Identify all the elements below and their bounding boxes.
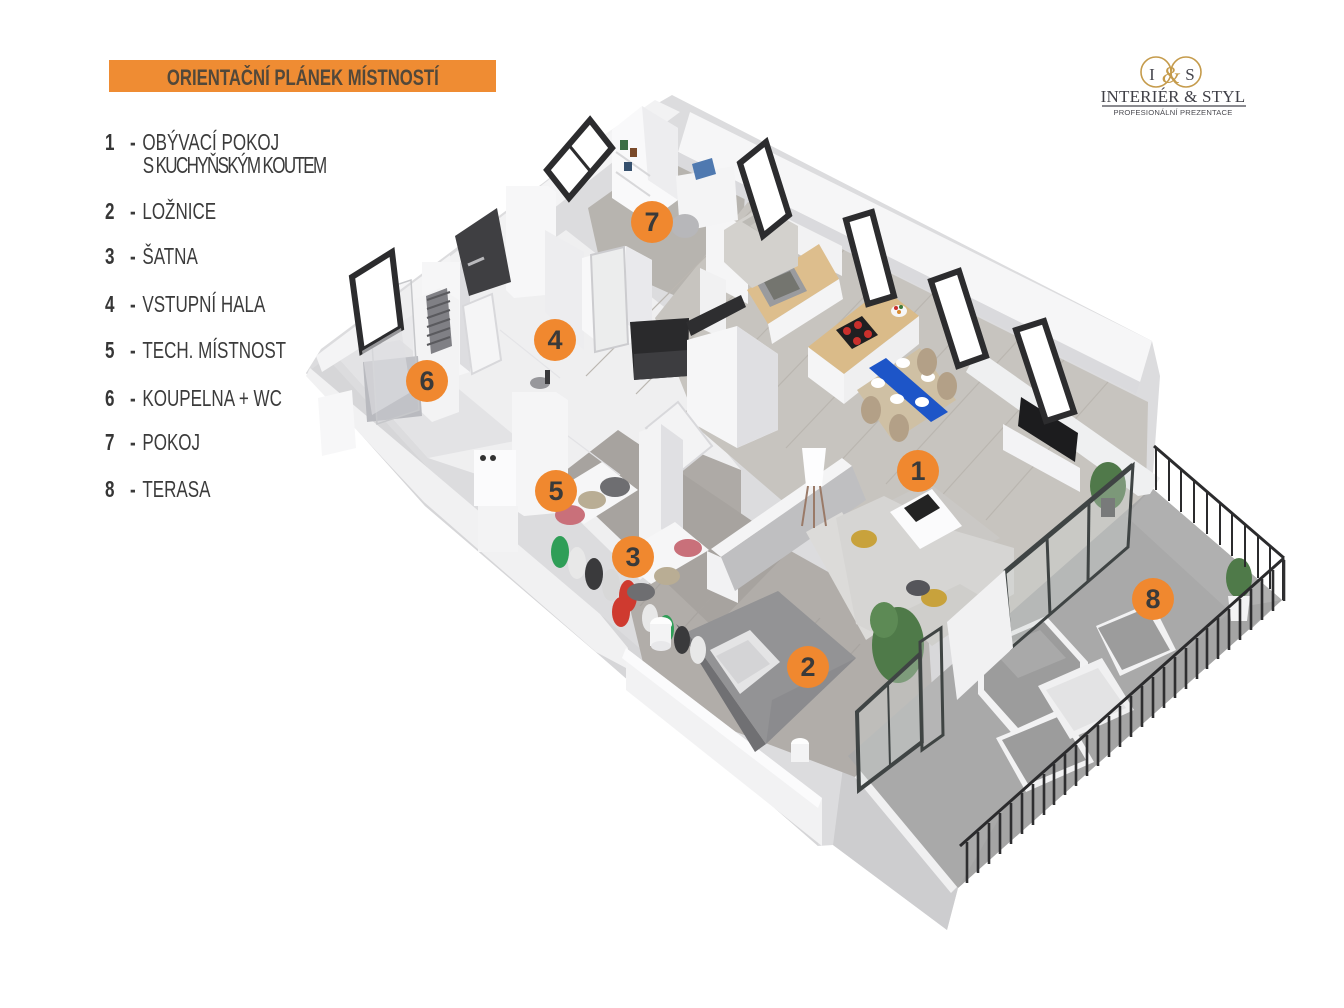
- svg-text:2: 2: [800, 652, 815, 682]
- svg-text:&: &: [1162, 63, 1181, 89]
- svg-text:1: 1: [910, 456, 925, 486]
- svg-text:4: 4: [547, 325, 562, 355]
- svg-text:I: I: [1149, 65, 1155, 84]
- svg-text:3: 3: [625, 542, 640, 572]
- svg-text:S: S: [1185, 65, 1194, 84]
- svg-text:6: 6: [419, 366, 434, 396]
- svg-text:7: 7: [644, 207, 659, 237]
- svg-text:INTERIÉR & STYL: INTERIÉR & STYL: [1101, 87, 1246, 106]
- svg-text:5: 5: [548, 476, 563, 506]
- svg-text:8: 8: [1145, 584, 1160, 614]
- svg-text:PROFESIONÁLNÍ PREZENTACE: PROFESIONÁLNÍ PREZENTACE: [1113, 108, 1232, 117]
